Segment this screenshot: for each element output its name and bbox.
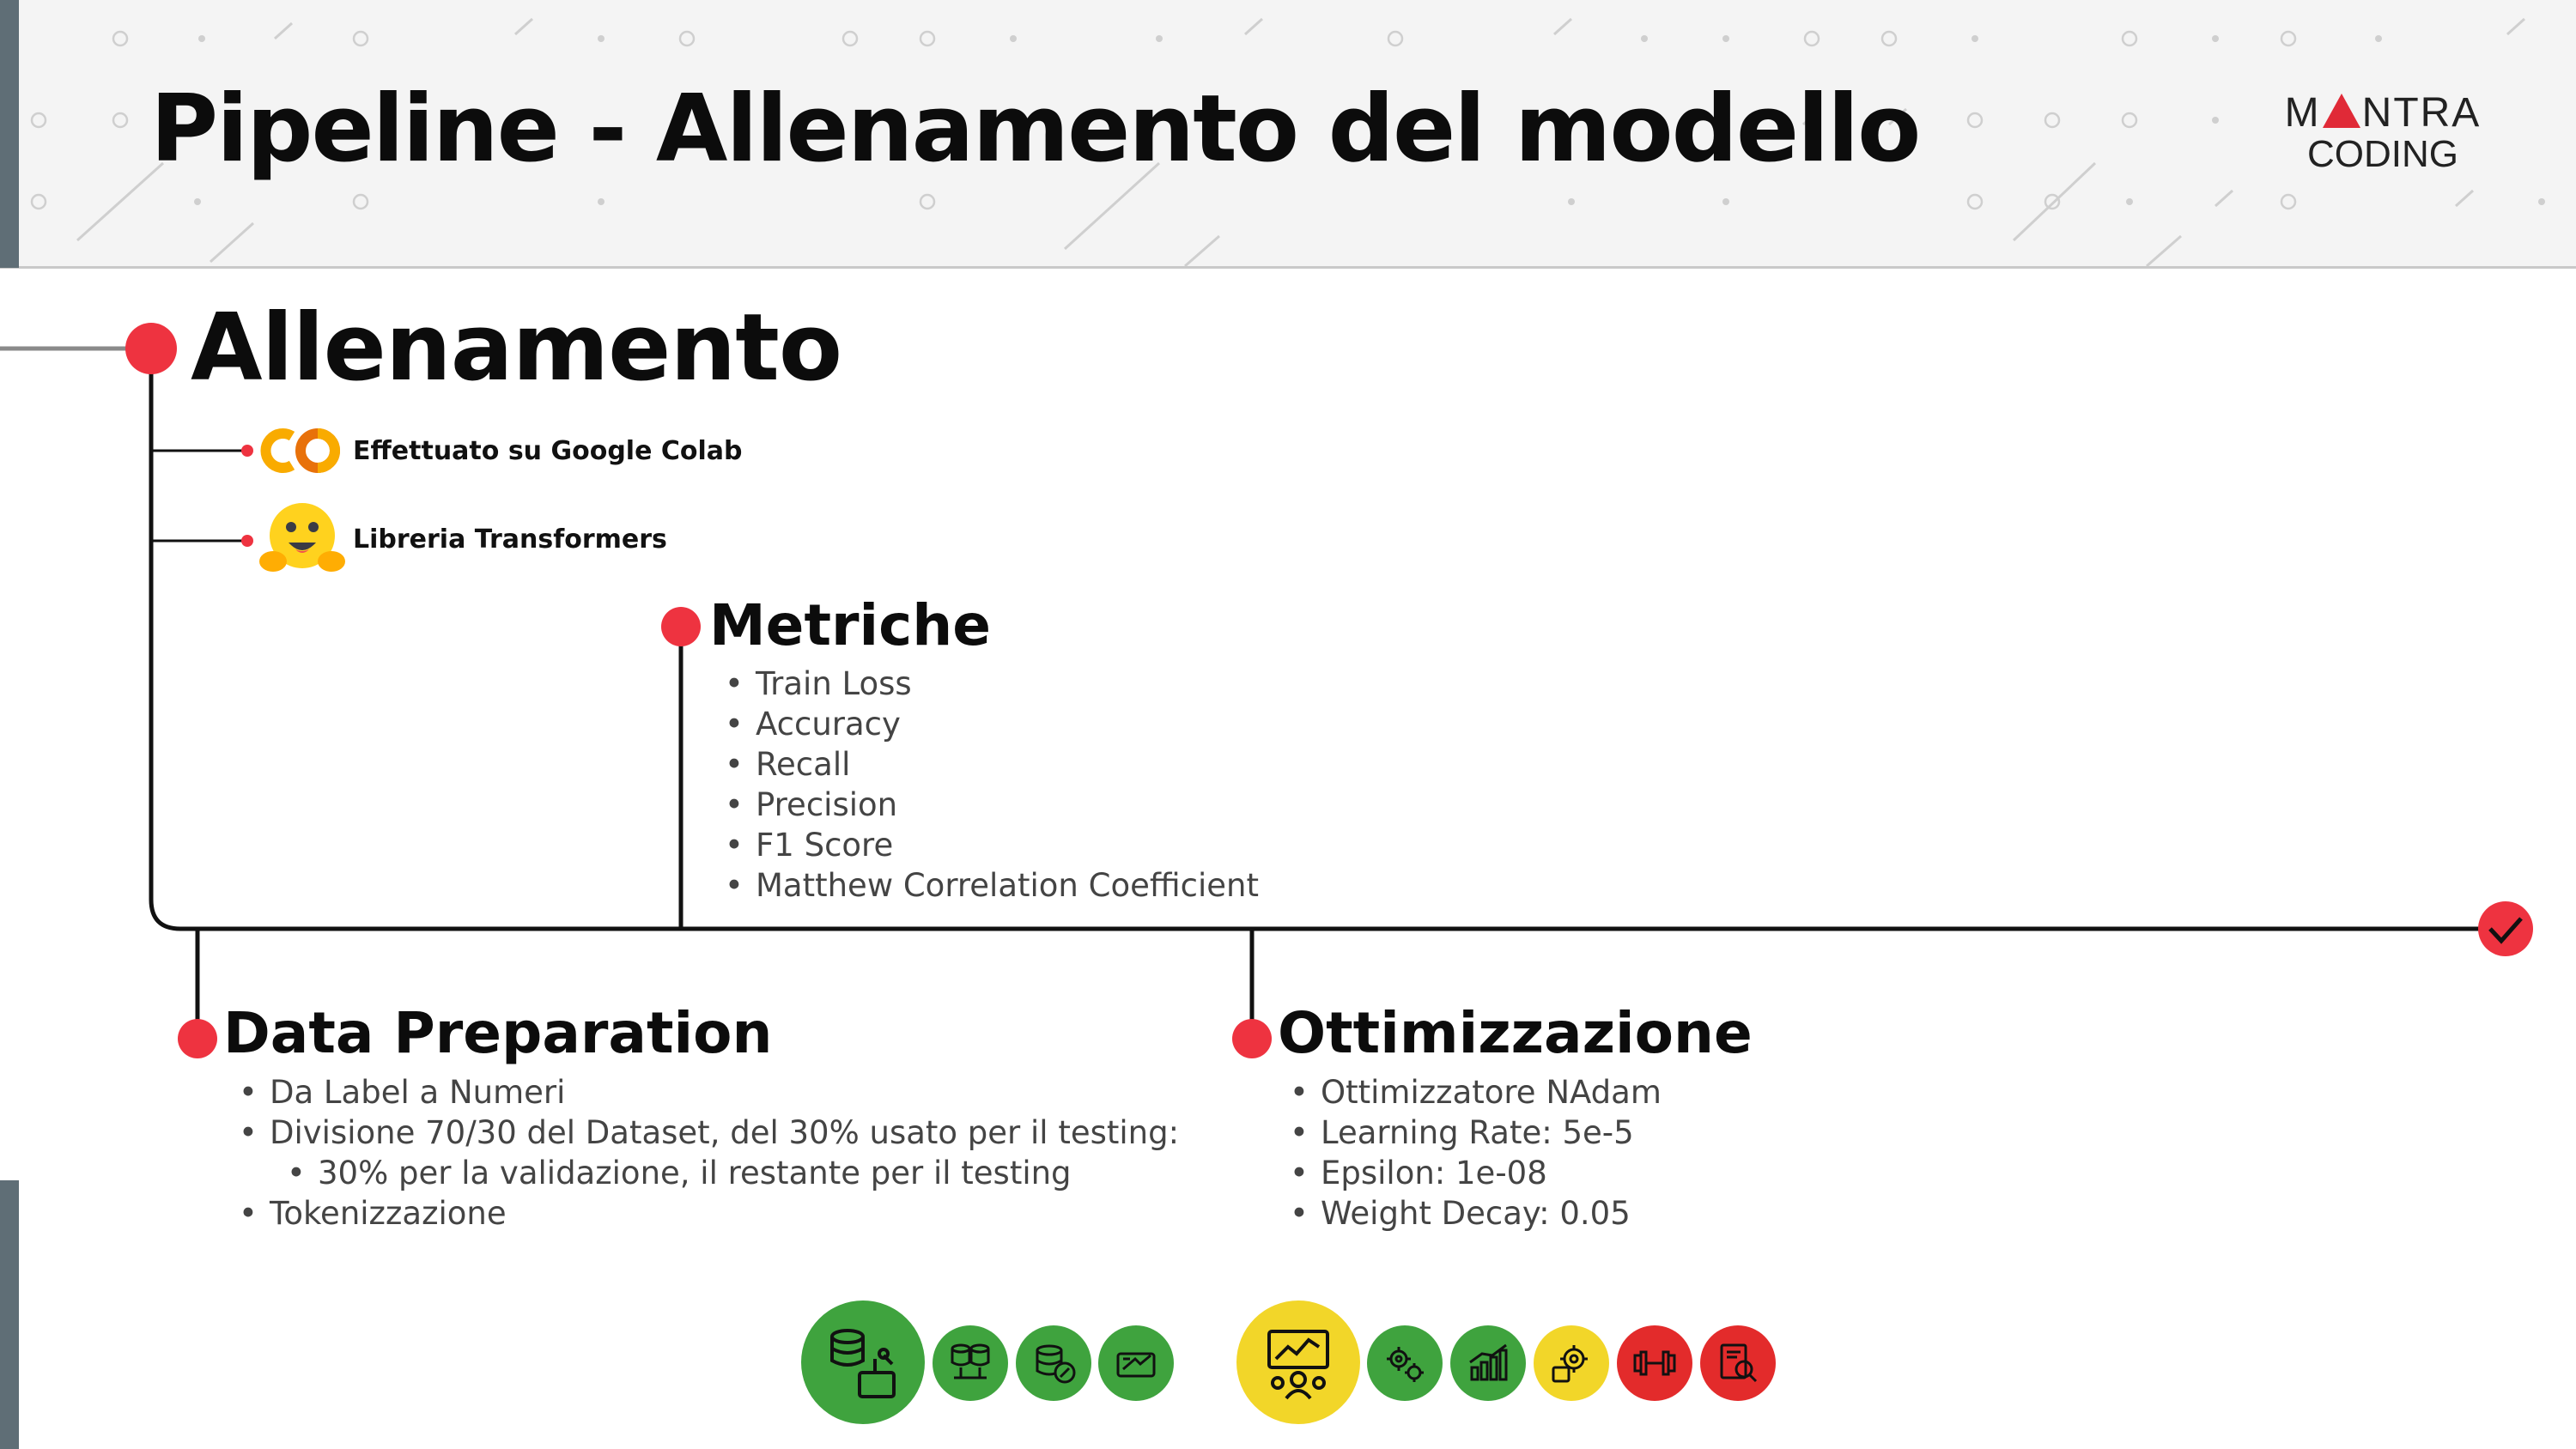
data-labels-icon [933,1325,1008,1401]
list-item: Matthew Correlation Coefficient [725,865,1259,906]
dot-allenamento [125,323,177,374]
dot-metriche [661,607,701,646]
mantra-coding-logo: M NTRA CODING [2280,93,2486,175]
data-split-icon [1016,1325,1091,1401]
header-band [0,0,2576,269]
section-title-ottimizzazione: Ottimizzazione [1278,1000,1753,1066]
tokenization-icon [1098,1325,1174,1401]
list-item: Da Label a Numeri [239,1072,1179,1113]
data-preparation-list: Da Label a Numeri Divisione 70/30 del Da… [239,1072,1179,1234]
side-accent-bar-top [0,0,19,268]
training-weights-icon [1617,1325,1692,1401]
list-item: Divisione 70/30 del Dataset, del 30% usa… [239,1113,1179,1153]
settings-cog-icon [1534,1325,1609,1401]
section-title-metriche: Metriche [709,592,992,658]
side-accent-bar-bottom [0,1180,19,1449]
optimizer-gears-icon [1367,1325,1443,1401]
transformers-label: Libreria Transformers [353,524,667,555]
section-title-data-preparation: Data Preparation [223,1000,773,1066]
data-processing-icon [801,1300,925,1424]
check-circle [2478,901,2533,956]
list-item: Train Loss [725,664,1259,704]
growth-chart-icon [1450,1325,1526,1401]
logo-text-ntra: NTRA [2361,90,2482,136]
logo-text-m: M [2284,90,2321,136]
list-item: Learning Rate: 5e-5 [1290,1113,1662,1153]
dot-colab [241,445,253,457]
list-item: Precision [725,785,1259,825]
list-subitem: 30% per la validazione, il restante per … [239,1153,1179,1193]
hugging-face-icon [259,503,345,572]
google-colab-icon [260,428,340,473]
report-search-icon [1700,1325,1776,1401]
logo-triangle-icon [2322,94,2360,128]
ottimizzazione-list: Ottimizzatore NAdam Learning Rate: 5e-5 … [1290,1072,1662,1234]
check-icon [2488,917,2523,944]
page-title: Pipeline - Allenamento del modello [150,76,1921,183]
dot-transformers [241,535,253,547]
list-item: Tokenizzazione [239,1193,1179,1234]
list-item: Recall [725,744,1259,785]
colab-label: Effettuato su Google Colab [353,436,743,466]
logo-text-coding: CODING [2307,133,2458,175]
list-item: F1 Score [725,825,1259,865]
metriche-list: Train Loss Accuracy Recall Precision F1 … [725,664,1259,906]
section-title-allenamento: Allenamento [191,294,842,402]
timeline-main-path [149,349,2490,931]
decorative-pattern [30,17,2545,266]
dot-data-prep [178,1019,217,1058]
list-item: Epsilon: 1e-08 [1290,1153,1662,1193]
presentation-icon [1236,1300,1360,1424]
dot-ottimizzazione [1232,1019,1272,1058]
list-item: Ottimizzatore NAdam [1290,1072,1662,1113]
list-item: Accuracy [725,704,1259,744]
list-item: Weight Decay: 0.05 [1290,1193,1662,1234]
